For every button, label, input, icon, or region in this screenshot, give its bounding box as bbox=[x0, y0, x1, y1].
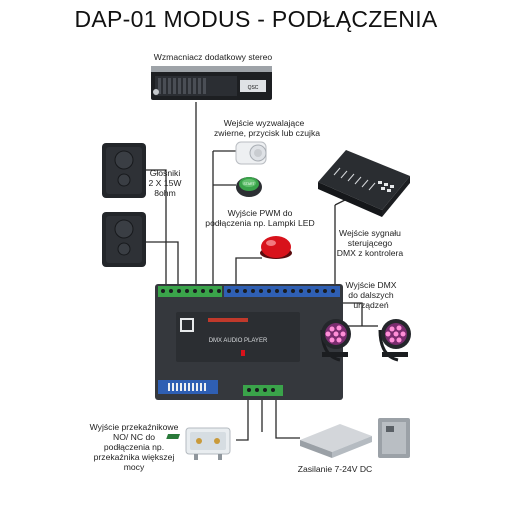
page-title: DAP-01 MODUS - PODŁĄCZENIA bbox=[74, 6, 438, 32]
dmx-out-label-line1: Wyjście DMX bbox=[345, 280, 397, 290]
start-button-text: START bbox=[243, 182, 255, 186]
wire-dmx-in-tip bbox=[334, 199, 346, 206]
speakers-label-line1: Głośniki bbox=[149, 168, 181, 178]
wire-dmx-out bbox=[342, 302, 363, 326]
speakers-label-line3: 8ohm bbox=[154, 188, 176, 198]
dmx-controller-icon bbox=[318, 150, 410, 217]
dmx-in-label-line3: DMX z kontrolera bbox=[336, 248, 404, 258]
wire-pwm bbox=[235, 257, 262, 286]
dmx-out-label-line3: urządzeń bbox=[353, 300, 389, 310]
motion-sensor-icon bbox=[235, 141, 267, 165]
pwm-label-line2: podłączenia np. Lampki LED bbox=[205, 218, 315, 228]
stage-light-right-icon bbox=[378, 319, 411, 362]
dmx-in-label-line1: Wejście sygnału bbox=[339, 228, 401, 238]
speakers-label-line2: 2 X 15W bbox=[148, 178, 182, 188]
start-button-icon bbox=[236, 177, 262, 197]
amplifier-image bbox=[151, 66, 272, 100]
amplifier-label: Wzmacniacz dodatkowy stereo bbox=[153, 52, 273, 62]
dmx-in-label-line2: sterującego bbox=[347, 238, 393, 248]
dmx-out-label-line2: do dalszych bbox=[348, 290, 394, 300]
relay-label-line2: NO/ NC do bbox=[112, 432, 156, 442]
relay-label-line5: mocy bbox=[123, 462, 145, 472]
speaker-top-icon bbox=[102, 143, 146, 198]
relay-label-line3: podłączenia np. bbox=[103, 442, 165, 452]
wire-speaker-top bbox=[146, 169, 167, 286]
trigger-label-line2: zwierne, przycisk lub czujka bbox=[214, 128, 321, 138]
stage-light-left-icon bbox=[320, 319, 351, 362]
wire-power-b bbox=[275, 398, 300, 439]
din-power-supply-icon bbox=[378, 418, 410, 458]
pwm-label-line1: Wyjście PWM do bbox=[227, 208, 293, 218]
led-lamp-icon bbox=[260, 236, 292, 259]
trigger-label-line1: Wejście wyzwalające bbox=[223, 118, 305, 128]
main-device bbox=[155, 284, 343, 400]
power-label: Zasilanie 7-24V DC bbox=[297, 464, 373, 474]
relay-label-line4: przekaźnika większej bbox=[93, 452, 175, 462]
relay-icon bbox=[185, 427, 231, 460]
speaker-bottom-icon bbox=[102, 212, 146, 267]
wire-relay bbox=[236, 398, 249, 441]
power-supply-icon bbox=[166, 424, 372, 458]
device-panel-text: DMX AUDIO PLAYER bbox=[209, 338, 268, 344]
amplifier-brand: QSC bbox=[248, 85, 259, 91]
wire-speaker-bottom bbox=[146, 241, 179, 286]
relay-label-line1: Wyjście przekaźnikowe bbox=[89, 422, 179, 432]
